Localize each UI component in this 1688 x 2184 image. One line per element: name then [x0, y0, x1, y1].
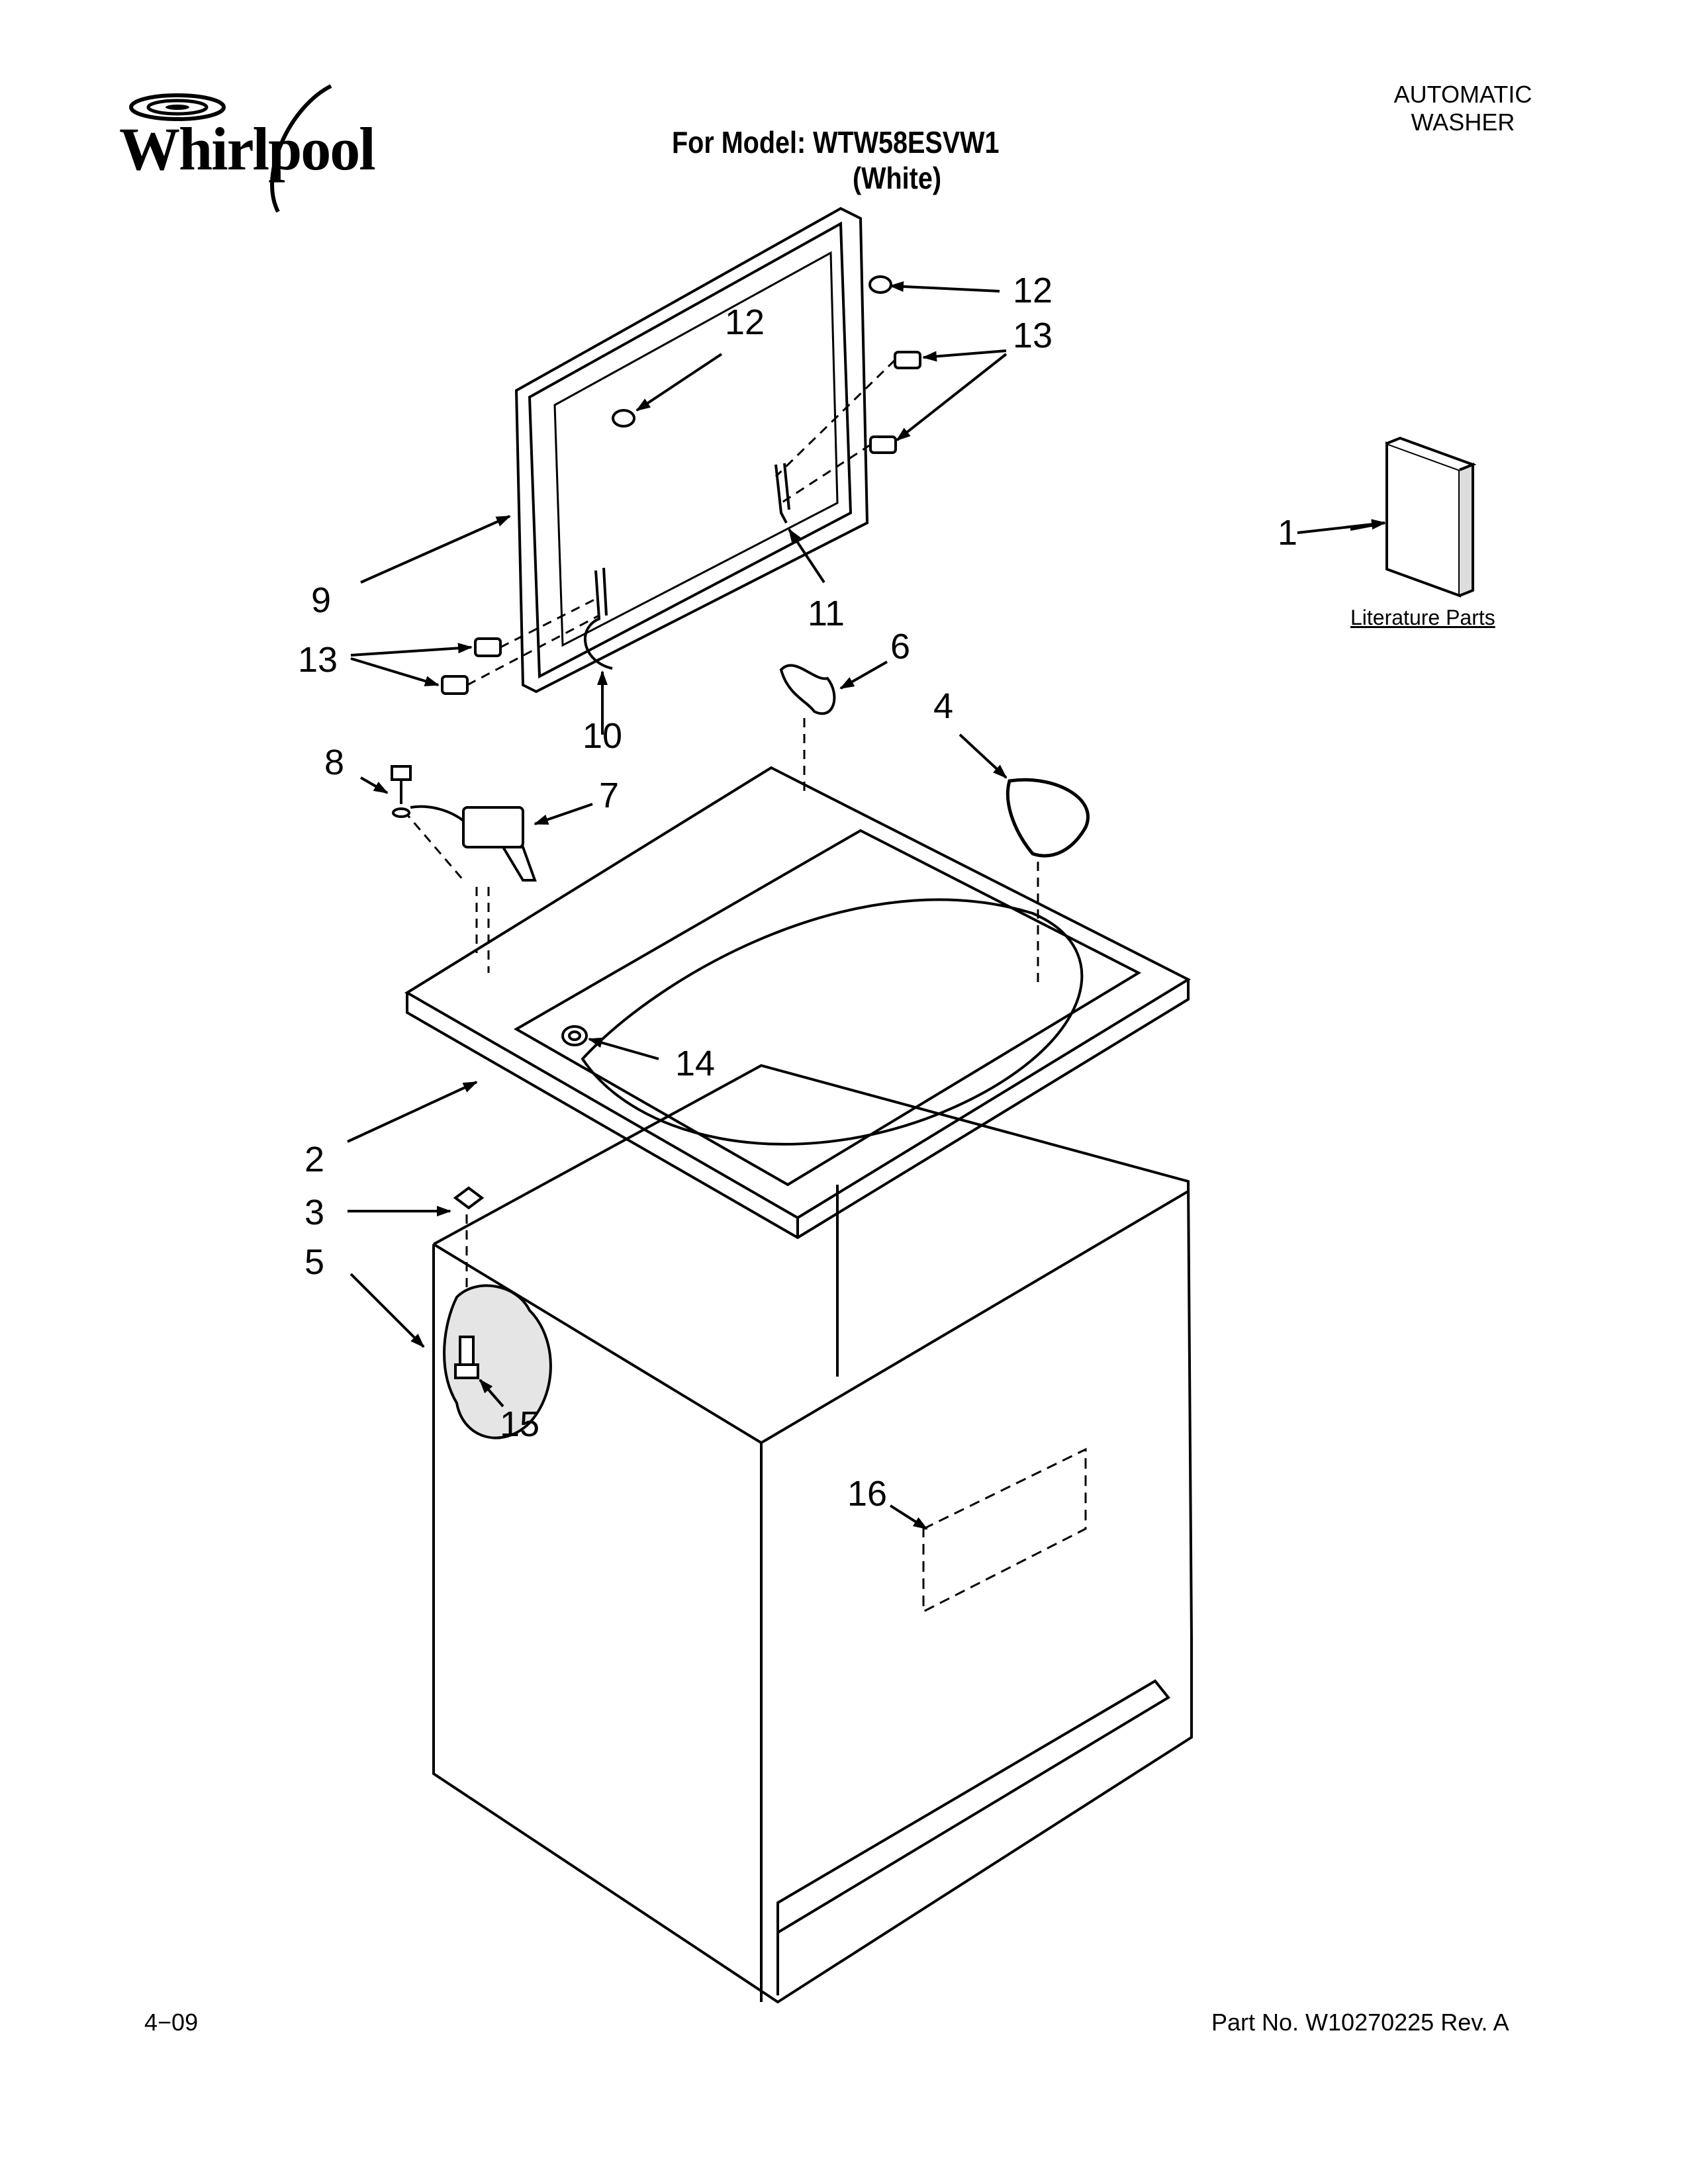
- callout-1: 1: [1278, 513, 1297, 553]
- cabinet: [432, 1064, 1193, 2004]
- model-color: (White): [853, 161, 942, 195]
- callout-4: 4: [933, 686, 953, 726]
- water-inlet: [561, 1025, 588, 1046]
- callout-14: 14: [675, 1044, 715, 1083]
- lid-frame: [514, 206, 869, 694]
- hinge-screw: [441, 351, 921, 695]
- cabinet-clip: [453, 1186, 485, 1210]
- callout-10: 10: [583, 716, 622, 756]
- product-type-line2: WASHER: [1411, 109, 1515, 136]
- lid-hinge-left: [583, 567, 613, 670]
- callout-leaders: [347, 281, 1386, 1530]
- brand-name: Whirlpool: [119, 115, 376, 183]
- whirlpool-swirl-icon: [129, 84, 332, 213]
- label-area: [922, 1447, 1087, 1614]
- literature-parts-label: Literature Parts: [1350, 606, 1495, 629]
- callout-11: 11: [808, 594, 845, 633]
- bleach-dispenser: [1006, 778, 1090, 858]
- footer-part-number: Part No. W10270225 Rev. A: [1211, 2009, 1509, 2036]
- lid-switch-screw: [391, 765, 412, 818]
- cabinet-screw: [454, 1336, 479, 1379]
- callout-8: 8: [324, 743, 344, 782]
- lid-hinge-right: [774, 463, 790, 523]
- top-panel: [404, 766, 1192, 1240]
- product-type: AUTOMATIC WASHER: [1364, 81, 1562, 136]
- callout-16: 16: [847, 1474, 887, 1514]
- brand-logo: Whirlpool: [119, 79, 384, 225]
- callout-12: 12: [725, 302, 765, 342]
- lid-switch: [410, 805, 537, 882]
- callout-9: 9: [311, 580, 331, 620]
- callout-13: 13: [298, 640, 338, 680]
- cabinet-cutaway: [443, 1284, 552, 1439]
- callout-2: 2: [305, 1140, 324, 1179]
- literature-booklet-icon: [1385, 436, 1477, 598]
- product-type-line1: AUTOMATIC: [1393, 81, 1532, 108]
- callout-7: 7: [599, 776, 619, 815]
- callout-15: 15: [500, 1404, 539, 1444]
- callout-3: 3: [305, 1193, 324, 1232]
- model-title: For Model: WTW58ESVW1: [672, 125, 1000, 159]
- callout-6: 6: [890, 627, 910, 666]
- callout-12: 12: [1013, 271, 1053, 310]
- footer-date: 4−09: [144, 2009, 199, 2036]
- lid-bumper: [612, 275, 892, 428]
- callout-5: 5: [305, 1242, 324, 1282]
- callout-13: 13: [1013, 316, 1053, 355]
- lid-lock-clip: [779, 664, 836, 715]
